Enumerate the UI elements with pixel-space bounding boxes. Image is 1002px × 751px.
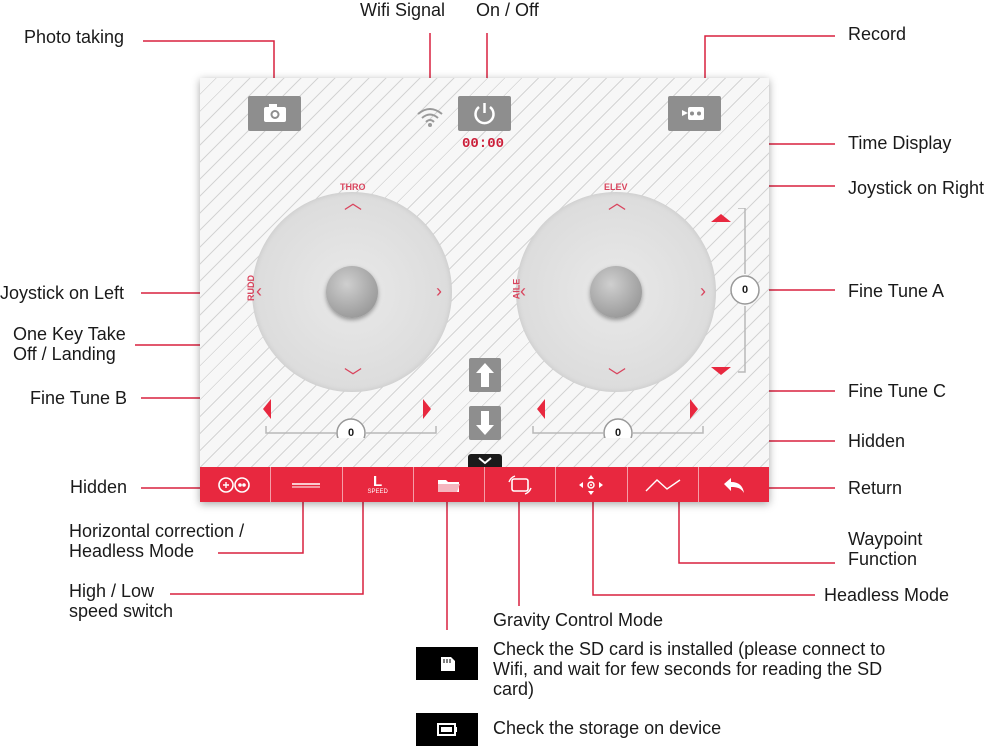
label-record: Record xyxy=(848,24,907,44)
label-fine-tune-a: Fine Tune A xyxy=(848,281,945,301)
label-fine-tune-b: Fine Tune B xyxy=(30,388,128,408)
landing-button[interactable] xyxy=(469,406,501,440)
speed-icon: L SPEED xyxy=(367,472,388,495)
camera-icon xyxy=(264,104,286,122)
label-photo-taking: Photo taking xyxy=(24,27,125,47)
axis-label-elev: ELEV xyxy=(604,182,628,192)
label-high-low-line1: High / Low xyxy=(69,581,155,601)
level-line-icon xyxy=(292,482,321,487)
label-joystick-left: Joystick on Left xyxy=(0,283,125,303)
fine-tune-c-left-arrow-icon xyxy=(537,399,545,419)
fine-tune-b-left-arrow-icon xyxy=(263,399,271,419)
fine-tune-c-right-arrow-icon xyxy=(690,399,698,419)
label-horizontal-line1: Horizontal correction / xyxy=(69,521,245,541)
arrow-up-icon xyxy=(476,363,494,387)
sd-folder-button[interactable] xyxy=(412,467,484,502)
legend-sd-line3: card) xyxy=(493,679,535,699)
axis-label-thro: THRO xyxy=(340,182,366,192)
label-hidden-left: Hidden xyxy=(70,477,128,497)
fine-tune-b-value: 0 xyxy=(347,427,355,439)
horizontal-correction-button[interactable] xyxy=(270,467,341,502)
axis-label-rudd: RUDD xyxy=(246,275,256,301)
chevron-up-icon: ︿ xyxy=(608,193,626,213)
takeoff-button[interactable] xyxy=(469,358,501,392)
bottom-toolbar: L SPEED xyxy=(200,467,769,502)
chevron-down-icon: ﹀ xyxy=(344,367,362,387)
fine-tune-b-right-arrow-icon xyxy=(423,399,431,419)
left-joystick-knob[interactable] xyxy=(326,266,378,318)
fine-tune-b[interactable] xyxy=(260,396,440,438)
speed-letter: L xyxy=(373,472,383,490)
return-arrow-icon xyxy=(723,477,744,493)
wifi-signal-icon xyxy=(415,105,445,132)
folder-icon xyxy=(437,479,460,492)
legend-sd-line1: Check the SD card is installed (please c… xyxy=(493,639,886,659)
chevron-left-icon: ‹ xyxy=(256,281,262,301)
power-icon xyxy=(474,103,495,125)
fine-tune-c-value: 0 xyxy=(614,427,622,439)
fine-tune-a-up-arrow-icon xyxy=(711,214,731,222)
speed-switch-button[interactable]: L SPEED xyxy=(341,467,413,502)
left-joystick[interactable]: ︿ ﹀ ‹ › xyxy=(252,192,452,392)
arrow-down-icon xyxy=(476,411,494,435)
chevron-down-icon: ﹀ xyxy=(608,367,626,387)
power-button[interactable] xyxy=(458,96,511,131)
fine-tune-a-value: 0 xyxy=(741,284,749,296)
sd-card-icon xyxy=(416,647,478,680)
gravity-mode-button[interactable] xyxy=(484,467,555,502)
return-button[interactable] xyxy=(697,467,769,502)
label-return: Return xyxy=(848,478,903,498)
chevron-down-icon xyxy=(478,457,492,465)
label-fine-tune-c: Fine Tune C xyxy=(848,381,947,401)
label-waypoint-line1: Waypoint xyxy=(848,529,923,549)
photo-button[interactable] xyxy=(248,96,301,131)
label-time-display: Time Display xyxy=(848,133,952,153)
label-horizontal-line2: Headless Mode xyxy=(69,541,195,561)
video-camera-icon xyxy=(682,107,704,120)
app-screen: 00:00 THRO ︿ ﹀ ‹ › RUDD ELEV ︿ ﹀ ‹ › AIL… xyxy=(200,78,769,502)
speed-caption: SPEED xyxy=(367,488,388,495)
rotate-phone-icon xyxy=(508,474,532,495)
chevron-up-icon: ︿ xyxy=(344,193,362,213)
label-hidden-right: Hidden xyxy=(848,431,906,451)
mode-circles-icon xyxy=(218,476,250,493)
right-joystick-knob[interactable] xyxy=(590,266,642,318)
waypoint-button[interactable] xyxy=(626,467,698,502)
fine-tune-a-down-arrow-icon xyxy=(711,367,731,375)
axis-label-aile: AILE xyxy=(511,278,522,300)
label-joystick-right: Joystick on Right xyxy=(848,178,985,198)
hidden-mode-button[interactable] xyxy=(200,467,270,502)
label-waypoint-line2: Function xyxy=(848,549,918,569)
label-one-key-line2: Off / Landing xyxy=(13,344,116,364)
record-button[interactable] xyxy=(668,96,721,131)
right-joystick[interactable]: ︿ ﹀ ‹ › xyxy=(516,192,716,392)
time-display: 00:00 xyxy=(462,136,505,152)
waypoint-path-icon xyxy=(645,478,681,491)
chevron-left-icon: ‹ xyxy=(520,281,526,301)
label-on-off: On / Off xyxy=(476,0,539,20)
label-headless-mode: Headless Mode xyxy=(824,585,950,605)
headless-mode-button[interactable] xyxy=(555,467,626,502)
fine-tune-a[interactable] xyxy=(705,208,765,383)
label-high-low-line2: speed switch xyxy=(69,601,174,621)
legend-storage-text: Check the storage on device xyxy=(493,718,722,738)
hidden-menu-toggle[interactable] xyxy=(468,454,502,468)
label-gravity-mode: Gravity Control Mode xyxy=(493,610,664,630)
legend-sd-line2: Wifi, and wait for few seconds for readi… xyxy=(493,659,883,679)
compass-arrows-icon xyxy=(579,474,604,495)
label-one-key-line1: One Key Take xyxy=(13,324,126,344)
fine-tune-c[interactable] xyxy=(530,396,710,438)
chevron-right-icon: › xyxy=(436,281,442,301)
chevron-right-icon: › xyxy=(700,281,706,301)
battery-icon xyxy=(416,713,478,746)
label-wifi-signal: Wifi Signal xyxy=(360,0,446,20)
